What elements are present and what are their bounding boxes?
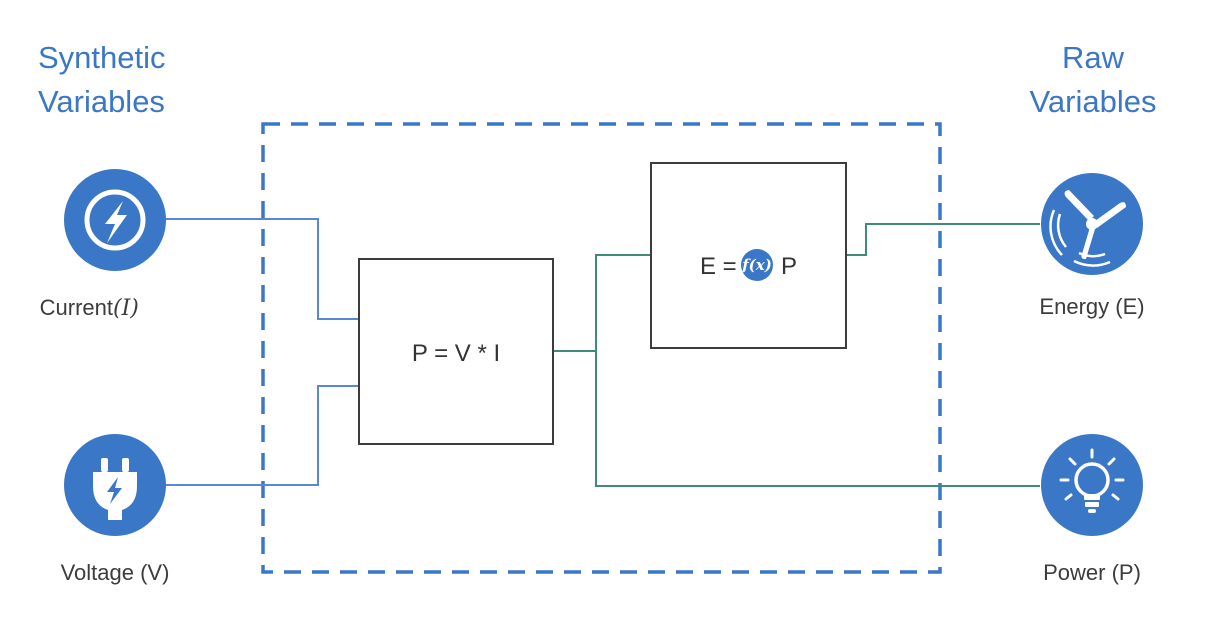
electric-plug-icon <box>64 434 166 536</box>
energy-formula-prefix: E = <box>700 253 737 280</box>
lightning-bolt-icon <box>64 169 166 271</box>
processing-boundary <box>261 122 942 574</box>
power-label: Power (P) <box>1043 560 1141 585</box>
power-to-energy-connector <box>553 254 651 352</box>
current-connector <box>165 218 359 320</box>
voltage-connector <box>165 385 359 486</box>
raw-heading-line2: Variables <box>1030 84 1157 119</box>
synthetic-heading-line1: Synthetic <box>38 40 166 75</box>
voltage-label: Voltage (V) <box>61 560 170 585</box>
function-icon: f(x) <box>741 249 773 281</box>
current-label: Current <box>40 295 113 320</box>
light-bulb-icon <box>1041 434 1143 536</box>
power-formula: P = V * I <box>412 340 500 367</box>
energy-label: Energy (E) <box>1039 294 1144 319</box>
raw-heading-line1: Raw <box>1062 40 1125 75</box>
function-icon-label: f(x) <box>741 256 772 274</box>
power-formula-box <box>358 258 554 445</box>
synthetic-heading-line2: Variables <box>38 84 165 119</box>
energy-formula-suffix: P <box>781 253 797 280</box>
power-output-connector <box>595 351 1040 487</box>
energy-output-connector <box>846 223 1040 256</box>
wind-turbine-icon <box>1041 173 1143 275</box>
current-symbol: (I) <box>113 296 139 321</box>
